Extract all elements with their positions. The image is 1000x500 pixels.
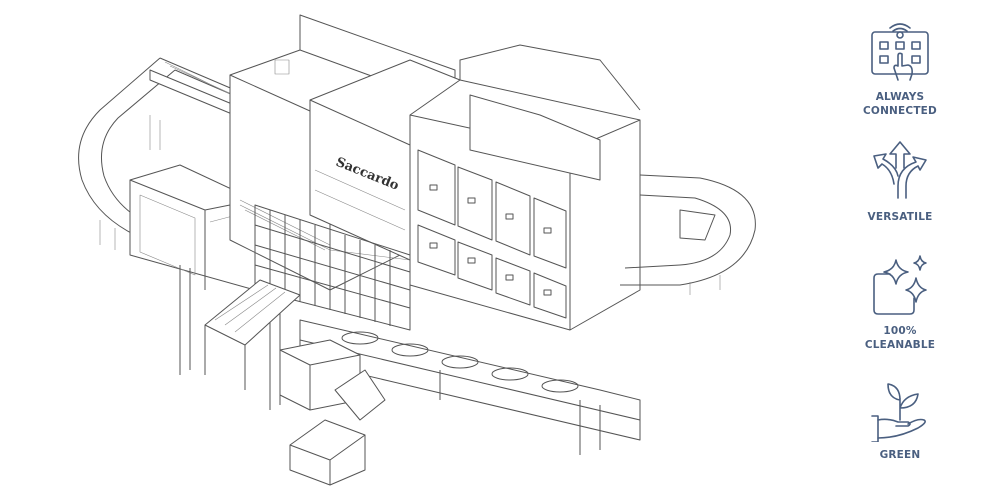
feature-label-line1: VERSATILE bbox=[867, 211, 933, 223]
plant-in-hand-icon bbox=[871, 383, 926, 442]
split-arrows-icon bbox=[873, 141, 927, 199]
feature-green: GREEN bbox=[840, 378, 960, 462]
bins bbox=[279, 339, 386, 486]
feature-always-connected: ALWAYS CONNECTED bbox=[840, 18, 960, 118]
feature-label-line1: 100% bbox=[883, 325, 917, 337]
feature-label-line1: GREEN bbox=[879, 449, 921, 461]
feature-label-line1: ALWAYS bbox=[875, 91, 925, 103]
left-curved-conveyor bbox=[78, 57, 241, 250]
machine-illustration: Saccardo bbox=[78, 14, 756, 486]
left-cabinet bbox=[129, 164, 281, 410]
feature-list: ALWAYS CONNECTED VERSATILE 100% CLEANABL… bbox=[840, 0, 960, 500]
sparkle-clean-icon bbox=[873, 255, 927, 315]
feature-cleanable: 100% CLEANABLE bbox=[840, 252, 960, 352]
feature-label-line2: CLEANABLE bbox=[864, 339, 936, 351]
front-conveyor bbox=[204, 279, 641, 455]
feature-label-line2: CONNECTED bbox=[863, 105, 937, 117]
connected-touch-panel-icon bbox=[871, 23, 929, 81]
guard-grid bbox=[254, 204, 411, 331]
feature-versatile: VERSATILE bbox=[840, 140, 960, 224]
right-curved-conveyor bbox=[620, 174, 756, 295]
